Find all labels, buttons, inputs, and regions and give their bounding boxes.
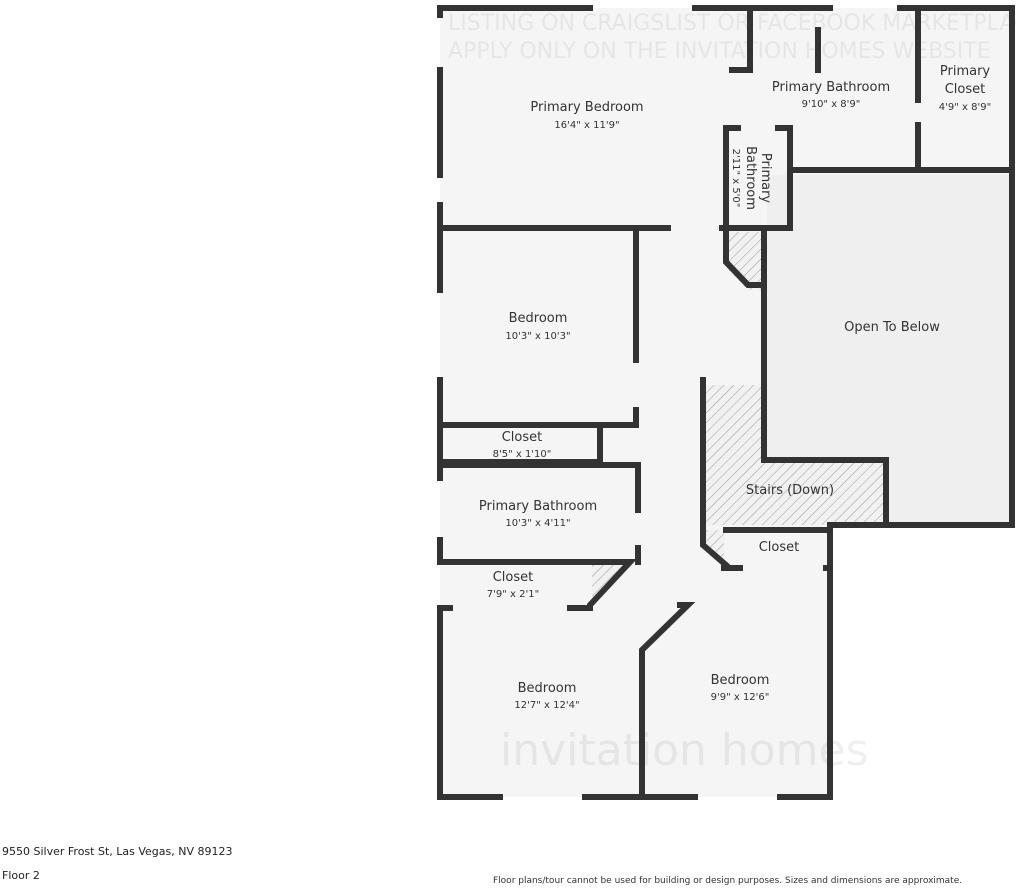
floor-label: Floor 2 <box>2 869 40 882</box>
room-name: Stairs (Down) <box>746 483 834 498</box>
room-name: Closet <box>759 540 800 555</box>
svg-text:invitation homes: invitation homes <box>500 725 869 776</box>
room-closet-a: Closet 8'5" x 1'10" <box>493 430 552 460</box>
room-dims: 9'10" x 8'9" <box>802 99 861 110</box>
room-name: Primary Bathroom <box>479 499 597 514</box>
room-name: Bedroom <box>509 311 568 326</box>
room-bedroom-a: Bedroom 10'3" x 10'3" <box>505 311 570 342</box>
walls <box>437 5 1015 800</box>
room-dims: 4'9" x 8'9" <box>939 102 991 113</box>
room-closet-right: Closet <box>759 540 800 555</box>
room-dims: 9'9" x 12'6" <box>711 692 770 703</box>
room-name: Primary <box>940 64 991 79</box>
room-open-to-below: Open To Below <box>844 320 940 335</box>
room-dims: 10'3" x 4'11" <box>505 518 570 529</box>
room-name: Bedroom <box>711 673 770 688</box>
room-name: Closet <box>493 570 534 585</box>
room-primary-bathroom-mid: Primary Bathroom 10'3" x 4'11" <box>479 499 597 529</box>
room-primary-bathroom-top: Primary Bathroom 9'10" x 8'9" <box>772 80 890 110</box>
room-name: Primary Bedroom <box>530 100 643 115</box>
room-dims: 8'5" x 1'10" <box>493 449 552 460</box>
room-stairs: Stairs (Down) <box>746 483 834 498</box>
room-closet-b: Closet 7'9" x 2'1" <box>487 570 539 600</box>
room-bedroom-b: Bedroom 12'7" x 12'4" <box>514 681 579 711</box>
room-dims: 2'11" x 5'0" <box>730 149 741 208</box>
room-primary-closet: Primary Closet 4'9" x 8'9" <box>939 64 991 113</box>
property-address: 9550 Silver Frost St, Las Vegas, NV 8912… <box>2 845 233 858</box>
room-name: Closet <box>502 430 543 445</box>
stairs-hatch <box>705 385 886 525</box>
room-bedroom-c: Bedroom 9'9" x 12'6" <box>711 673 770 703</box>
room-dims: 16'4" x 11'9" <box>554 120 619 131</box>
room-dims: 12'7" x 12'4" <box>514 700 579 711</box>
room-dims: 7'9" x 2'1" <box>487 589 539 600</box>
room-primary-bathroom-small: Primary Bathroom 2'11" x 5'0" <box>730 146 773 210</box>
room-name: Bedroom <box>518 681 577 696</box>
watermark: LISTING ON CRAIGSLIST OR FACEBOOK MARKET… <box>448 11 1016 776</box>
room-primary-bedroom: Primary Bedroom 16'4" x 11'9" <box>530 100 643 131</box>
room-dims: 10'3" x 10'3" <box>505 331 570 342</box>
svg-text:APPLY ONLY ON THE INVITATION H: APPLY ONLY ON THE INVITATION HOMES WEBSI… <box>448 39 991 64</box>
room-name: Open To Below <box>844 320 940 335</box>
room-name: Closet <box>945 82 986 97</box>
disclaimer: Floor plans/tour cannot be used for buil… <box>493 876 963 886</box>
room-name: Bathroom <box>743 146 758 210</box>
floor-fills <box>440 8 1012 797</box>
room-name: Primary <box>758 153 773 204</box>
svg-text:LISTING ON CRAIGSLIST OR FACEB: LISTING ON CRAIGSLIST OR FACEBOOK MARKET… <box>448 11 1016 36</box>
room-name: Primary Bathroom <box>772 80 890 95</box>
